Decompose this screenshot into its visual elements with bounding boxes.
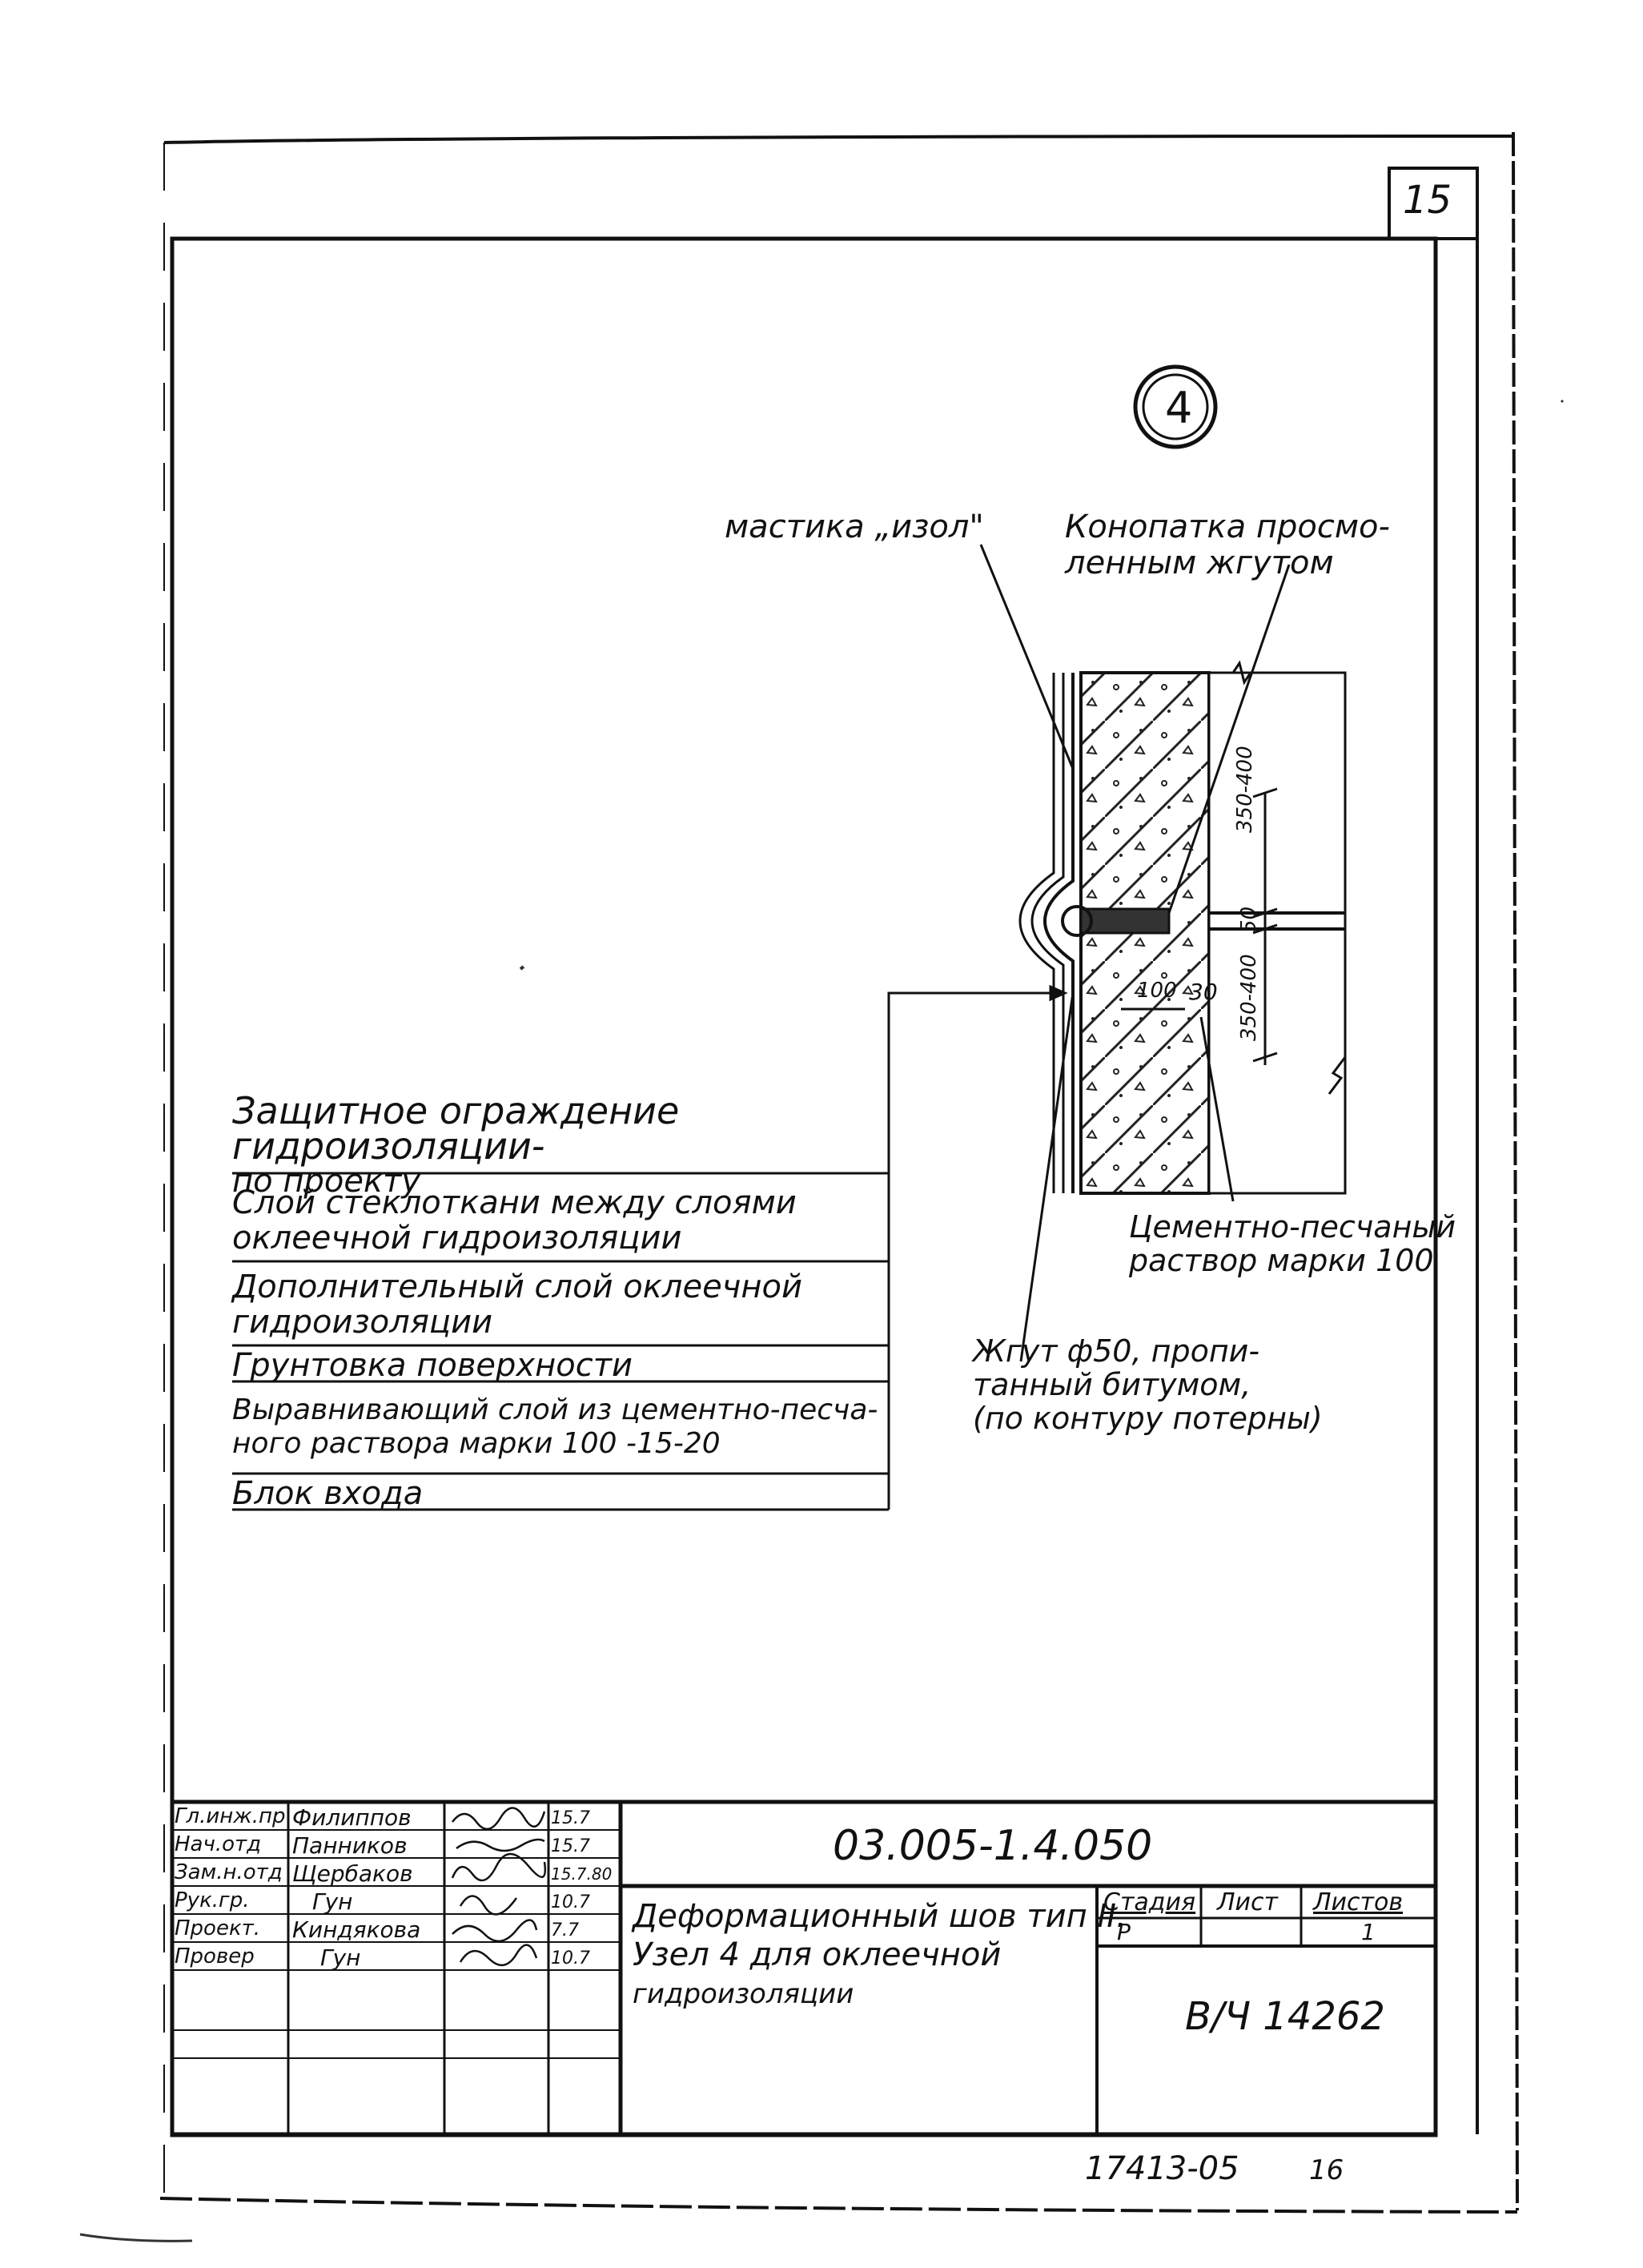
signatures xyxy=(451,1807,547,1966)
tb-role: Провер xyxy=(175,1944,255,1968)
stage-value: Р xyxy=(1117,1919,1131,1945)
callout-tow-2: танный битумом, xyxy=(973,1367,1251,1402)
tb-role: Проект. xyxy=(175,1916,261,1940)
callout-tow-3: (по контуру потерны) xyxy=(973,1401,1323,1436)
page-number: 15 xyxy=(1403,178,1452,223)
sheet-header: Лист xyxy=(1217,1888,1279,1916)
tb-name: Гун xyxy=(320,1944,361,1971)
legend-lines xyxy=(232,1172,889,1511)
sheets-value: 1 xyxy=(1361,1919,1376,1945)
callout-caulk-1: Конопатка просмо- xyxy=(1065,509,1390,545)
tb-role: Рук.гр. xyxy=(175,1888,250,1912)
legend-item: Слой стеклоткани между слоями оклеечной … xyxy=(232,1184,797,1257)
legend-item: Дополнительный слой оклеечной гидроизоля… xyxy=(232,1269,802,1341)
tb-role: Нач.отд xyxy=(175,1832,262,1856)
legend-item: Защитное ограждение гидроизоляции- по пр… xyxy=(232,1089,680,1200)
tb-date: 7.7 xyxy=(551,1920,579,1940)
tb-role: Зам.н.отд xyxy=(175,1860,283,1884)
dim-upper: 350-400 xyxy=(1233,746,1257,833)
scan-marks xyxy=(79,399,1565,2242)
title-block-grid xyxy=(172,1800,1436,2137)
leader-lines xyxy=(887,544,1291,1510)
tb-name: Киндякова xyxy=(292,1916,421,1943)
node-number: 4 xyxy=(1165,383,1193,433)
callout-mortar-1: Цементно-песчаный xyxy=(1129,1209,1456,1245)
tb-date: 15.7 xyxy=(551,1836,590,1856)
callout-mortar-2: раствор марки 100 xyxy=(1129,1243,1434,1278)
dim-depth-30: 30 xyxy=(1189,979,1218,1005)
dimensions xyxy=(1121,787,1278,1065)
callout-tow-1: Жгут ф50, пропи- xyxy=(973,1333,1260,1369)
legend-item: Грунтовка поверхности xyxy=(232,1347,633,1384)
drawing-title-1: Деформационный шов тип II. xyxy=(633,1898,1127,1935)
org-code: В/Ч 14262 xyxy=(1185,1994,1385,2039)
tb-name: Филиппов xyxy=(292,1804,412,1831)
drawing-title-3: гидроизоляции xyxy=(633,1978,854,2010)
dim-width-100: 100 xyxy=(1137,979,1177,1003)
legend-item: Блок входа xyxy=(232,1475,424,1512)
callout-mastic: мастика „изол" xyxy=(725,509,984,545)
node-marker xyxy=(1133,364,1218,449)
drawing-code: 03.005-1.4.050 xyxy=(833,1822,1153,1870)
legend-item: Выравнивающий слой из цементно-песча- но… xyxy=(232,1393,878,1460)
tb-date: 15.7 xyxy=(551,1808,590,1828)
drawing-title-2: Узел 4 для оклеечной xyxy=(633,1936,1002,1973)
stage-header: Стадия xyxy=(1103,1888,1196,1916)
wall-section xyxy=(1018,660,1347,1195)
tb-date: 10.7 xyxy=(551,1948,590,1968)
tb-date: 15.7.80 xyxy=(551,1864,613,1884)
footer-number: 17413-05 xyxy=(1085,2150,1239,2187)
footer-page: 16 xyxy=(1309,2154,1344,2186)
sheets-header: Листов xyxy=(1313,1888,1404,1916)
tb-name: Гун xyxy=(312,1888,353,1915)
tb-name: Панников xyxy=(292,1832,408,1859)
callout-caulk-2: ленным жгутом xyxy=(1065,545,1334,581)
tb-name: Щербаков xyxy=(292,1860,413,1887)
dim-lower: 350-400 xyxy=(1237,954,1261,1041)
dim-gap: 50 xyxy=(1237,906,1261,933)
sheet-border xyxy=(159,131,1519,2214)
tb-date: 10.7 xyxy=(551,1892,590,1912)
tb-role: Гл.инж.пр xyxy=(175,1804,286,1828)
